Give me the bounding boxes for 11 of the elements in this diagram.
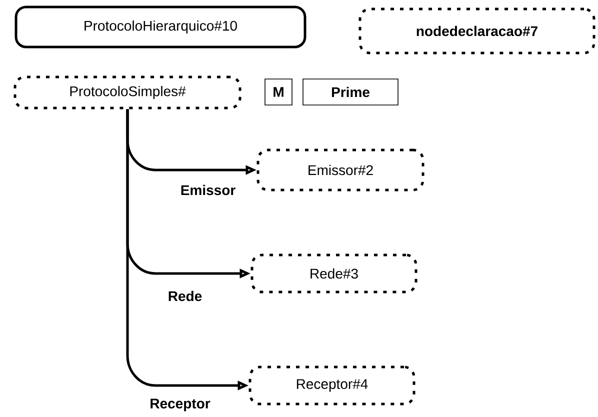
edge-label: Emissor [179,184,237,196]
dotted-box: Rede#3 [250,254,418,294]
process-box: ProtocoloHierarquico#10 [14,6,306,48]
tag-box: Prime [302,78,398,106]
dotted-box: Receptor#4 [248,366,416,406]
dotted-box: Emissor#2 [256,148,424,192]
edge-label: Receptor [148,398,212,412]
tag-box: M [264,78,292,106]
dotted-box: nodedeclaracao#7 [358,8,596,54]
dotted-box: ProtocoloSimples# [14,76,242,110]
edge-label: Rede [166,290,204,302]
